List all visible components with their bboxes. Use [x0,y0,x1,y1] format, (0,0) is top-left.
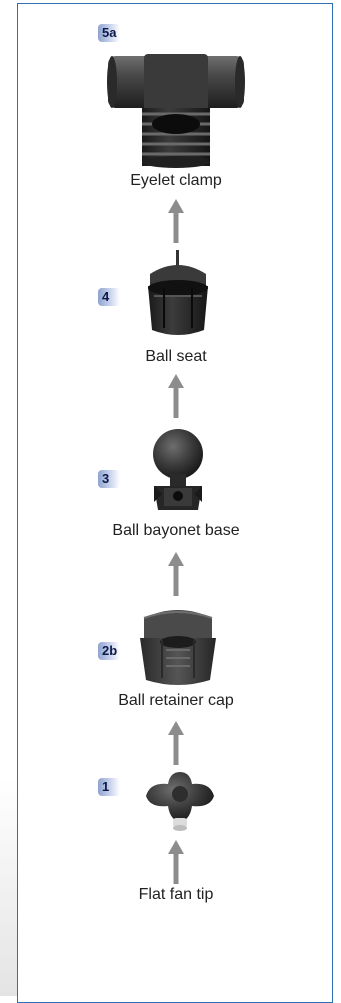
ball-seat-image [148,250,208,335]
step-badge-2b: 2b [98,642,120,660]
assembly-diagram-panel: 5a Eyelet clamp 4 Ball seat 3 Ball bayon [17,3,333,1003]
ball-bayonet-base-label: Ball bayonet base [112,522,240,539]
step-badge-4: 4 [98,288,120,306]
step-badge-3: 3 [98,470,120,488]
eyelet-clamp-image [107,54,245,168]
arrow-up-icon [168,840,184,884]
arrow-up-icon [168,199,184,243]
ball-retainer-cap-label: Ball retainer cap [118,692,234,709]
eyelet-clamp-label: Eyelet clamp [130,172,222,189]
flat-fan-tip-label: Flat fan tip [138,886,214,903]
step-badge-1: 1 [98,778,120,796]
flat-fan-tip-image [146,772,214,831]
ball-seat-label: Ball seat [145,348,207,365]
arrow-up-icon [168,721,184,765]
left-shadow-strip [0,0,18,996]
ball-retainer-cap-image [140,610,216,685]
step-badge-5a: 5a [98,24,120,42]
ball-bayonet-base-image [153,429,203,510]
arrow-up-icon [168,374,184,418]
arrow-up-icon [168,552,184,596]
